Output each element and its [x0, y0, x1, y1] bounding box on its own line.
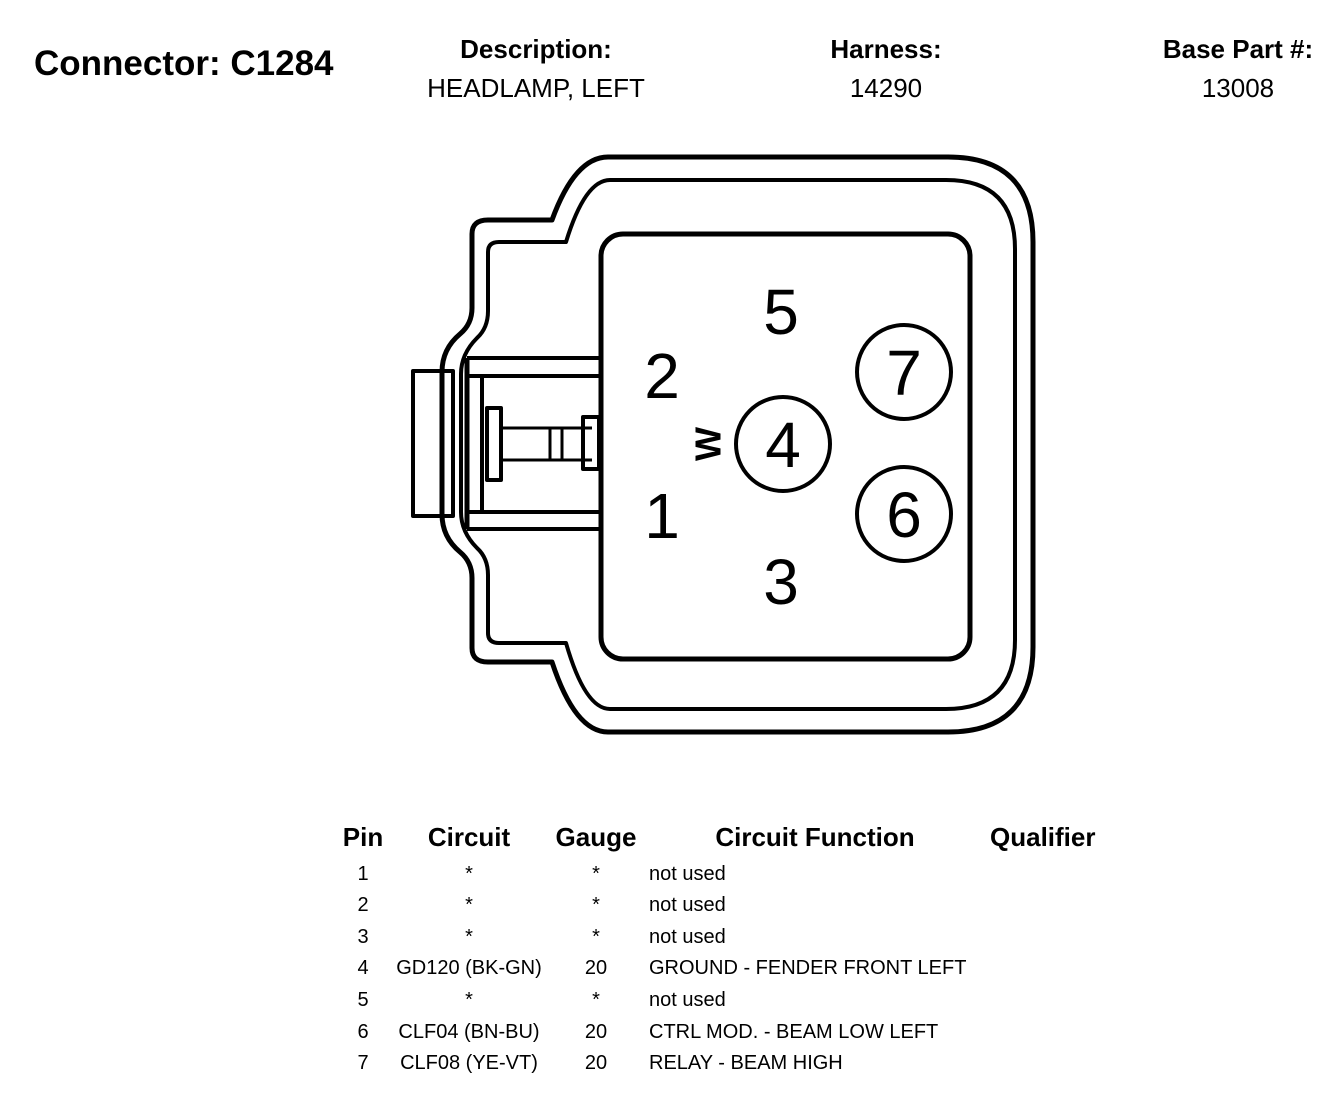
pin-6-circle	[855, 465, 953, 563]
pin-1-label: 1	[644, 480, 680, 552]
column-header-circuit: Circuit	[427, 822, 511, 852]
base-part-label: Base Part #:	[1162, 34, 1314, 64]
housing-inner-outline	[459, 178, 1017, 711]
cell-gauge: 20	[584, 1052, 608, 1074]
cell-gauge: *	[592, 863, 600, 885]
cell-pin: 1	[357, 863, 369, 885]
harness-label: Harness:	[830, 34, 942, 64]
latch-end-block	[581, 415, 601, 471]
cell-pin: 2	[357, 894, 369, 916]
cell-circuit-function: CTRL MOD. - BEAM LOW LEFT	[649, 1021, 939, 1043]
cell-circuit-function: not used	[649, 989, 726, 1011]
pin-6-label: 6	[886, 479, 922, 551]
cell-circuit: *	[465, 894, 473, 916]
pin-7-label: 7	[886, 337, 922, 409]
column-header-qualifier: Qualifier	[990, 822, 1096, 852]
cell-circuit-function: RELAY - BEAM HIGH	[649, 1052, 843, 1074]
cell-circuit-function: not used	[649, 926, 726, 948]
pin-3-label: 3	[763, 546, 799, 618]
table-row: 6 CLF04 (BN-BU) 20 CTRL MOD. - BEAM LOW …	[0, 1022, 1344, 1052]
description-block: Description: HEADLAMP, LEFT	[386, 36, 686, 101]
description-value: HEADLAMP, LEFT	[427, 73, 645, 103]
pin-2-label: 2	[644, 340, 680, 412]
table-row: 7 CLF08 (YE-VT) 20 RELAY - BEAM HIGH	[0, 1053, 1344, 1083]
cell-circuit: *	[465, 863, 473, 885]
latch-catch	[485, 406, 503, 482]
pin-4-circle	[734, 395, 832, 493]
housing-outer-outline	[439, 154, 1036, 735]
cell-pin: 4	[357, 957, 369, 979]
latch-tab	[411, 369, 455, 518]
cell-gauge: *	[592, 894, 600, 916]
table-row: 1 * * not used	[0, 864, 1344, 894]
cell-circuit: GD120 (BK-GN)	[396, 957, 542, 979]
table-row: 3 * * not used	[0, 927, 1344, 957]
cell-circuit-function: GROUND - FENDER FRONT LEFT	[649, 957, 967, 979]
cell-gauge: 20	[584, 957, 608, 979]
orientation-marker: W	[688, 427, 729, 461]
connector-face-diagram: 5 2 4 7 6 1 3 W	[411, 154, 1036, 735]
column-header-gauge: Gauge	[555, 822, 637, 852]
pin-4-label: 4	[765, 409, 801, 481]
cell-gauge: *	[592, 989, 600, 1011]
cell-circuit-function: not used	[649, 894, 726, 916]
cell-circuit-function: not used	[649, 863, 726, 885]
base-part-value: 13008	[1201, 73, 1275, 103]
column-header-pin: Pin	[342, 822, 384, 852]
base-part-block: Base Part #: 13008	[1138, 36, 1338, 101]
cell-circuit: *	[465, 989, 473, 1011]
description-label: Description:	[460, 34, 612, 64]
harness-value: 14290	[849, 73, 923, 103]
cell-pin: 6	[357, 1021, 369, 1043]
column-header-circuit-function: Circuit Function	[715, 822, 915, 852]
cell-pin: 3	[357, 926, 369, 948]
pin-5-label: 5	[763, 276, 799, 348]
harness-block: Harness: 14290	[786, 36, 986, 101]
cell-circuit: *	[465, 926, 473, 948]
cell-gauge: 20	[584, 1021, 608, 1043]
cell-pin: 7	[357, 1052, 369, 1074]
pin-7-circle	[855, 323, 953, 421]
table-row: 4 GD120 (BK-GN) 20 GROUND - FENDER FRONT…	[0, 958, 1344, 988]
cell-pin: 5	[357, 989, 369, 1011]
table-row: 5 * * not used	[0, 990, 1344, 1020]
cell-gauge: *	[592, 926, 600, 948]
cell-circuit: CLF04 (BN-BU)	[398, 1021, 540, 1043]
connector-title: Connector: C1284	[34, 44, 334, 83]
table-row: 2 * * not used	[0, 895, 1344, 925]
cell-circuit: CLF08 (YE-VT)	[400, 1052, 538, 1074]
